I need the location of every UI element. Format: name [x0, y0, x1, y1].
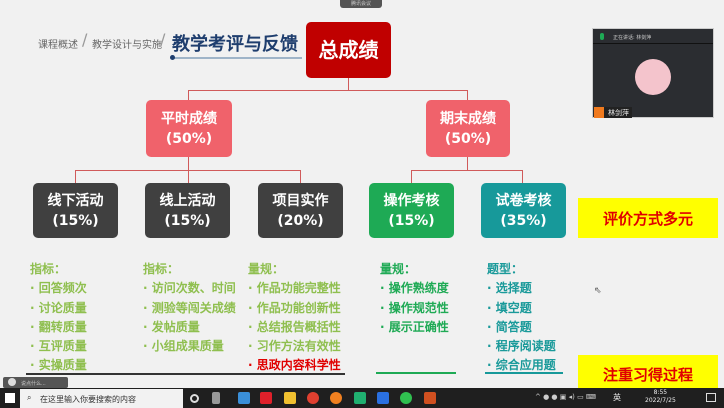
- clock-date: 2022/7/25: [645, 397, 676, 404]
- node-pct: (50%): [444, 130, 492, 147]
- user-name-tag: 林剑萍: [594, 107, 632, 118]
- divider: [376, 372, 456, 374]
- node-label: 项目实作: [272, 192, 329, 209]
- list-item: · 作品功能完整性: [248, 281, 341, 296]
- cursor-icon: ⇖: [594, 286, 602, 296]
- node-label: 操作考核: [383, 192, 440, 209]
- list-item: · 程序阅读题: [487, 339, 556, 354]
- node-label: 线下活动: [47, 192, 104, 209]
- node-label: 试卷考核: [495, 192, 552, 209]
- cortana-icon[interactable]: [190, 394, 199, 403]
- divider: [26, 373, 345, 375]
- mic-icon: [600, 33, 604, 40]
- breadcrumb-separator: /: [160, 30, 166, 49]
- callout-diverse-evaluation: 评价方式多元: [578, 198, 718, 238]
- host-icon: [594, 107, 604, 118]
- list-offline: 指标： · 回答频次 · 讨论质量 · 翻转质量 · 互评质量 · 实操质量: [30, 260, 87, 376]
- notification-icon[interactable]: [706, 393, 716, 402]
- meeting-badge[interactable]: 腾讯会议: [340, 0, 382, 8]
- list-item: · 填空题: [487, 300, 532, 315]
- node-regular-score: 平时成绩 (50%): [146, 100, 232, 157]
- list-heading: 指标：: [143, 262, 180, 276]
- list-written: 题型： · 选择题 · 填空题 · 简答题 · 程序阅读题 · 综合应用题: [487, 260, 556, 376]
- wechat-icon[interactable]: [400, 392, 412, 404]
- ime-indicator[interactable]: 英: [613, 393, 621, 402]
- list-item: · 实操质量: [30, 358, 87, 373]
- node-final-score: 期末成绩 (50%): [426, 100, 510, 157]
- video-panel[interactable]: 正在讲话: 林剑萍 林剑萍: [592, 28, 714, 118]
- list-item: · 简答题: [487, 319, 532, 334]
- tray-icons[interactable]: ^ ● ● ▣ ◂) ▭ ⌨: [535, 393, 597, 401]
- list-item: · 选择题: [487, 281, 532, 296]
- list-heading: 指标：: [30, 262, 67, 276]
- callout-process-focus: 注重习得过程: [578, 355, 718, 393]
- node-label: 平时成绩: [161, 110, 217, 127]
- node-pct: (35%): [500, 212, 547, 229]
- node-pct: (50%): [165, 130, 213, 147]
- list-item: · 测验等闯关成绩: [143, 300, 236, 315]
- emoji-icon: [8, 378, 16, 386]
- list-item: · 操作熟练度: [380, 281, 449, 296]
- node-offline: 线下活动 (15%): [33, 183, 118, 238]
- search-app-icon[interactable]: [330, 392, 342, 404]
- chat-float-widget[interactable]: 说点什么...: [3, 377, 68, 388]
- breadcrumb-item[interactable]: 教学设计与实施: [92, 40, 162, 51]
- chrome-icon[interactable]: [307, 392, 319, 404]
- list-online: 指标： · 访问次数、时间 · 测验等闯关成绩 · 发帖质量 · 小组成果质量: [143, 260, 236, 356]
- list-item: · 展示正确性: [380, 319, 449, 334]
- node-pct: (15%): [52, 212, 99, 229]
- list-item: · 回答频次: [30, 281, 87, 296]
- list-item: · 小组成果质量: [143, 339, 224, 354]
- list-item: · 操作规范性: [380, 300, 449, 315]
- list-item: · 习作方法有效性: [248, 339, 341, 354]
- list-item: · 综合应用题: [487, 358, 556, 373]
- clock-time: 8:55: [653, 389, 668, 396]
- avatar: [635, 59, 671, 95]
- node-written-exam: 试卷考核 (35%): [481, 183, 566, 238]
- root-node-total: 总成绩: [306, 22, 391, 78]
- powerpoint-icon[interactable]: [424, 392, 436, 404]
- green-app-icon[interactable]: [354, 392, 366, 404]
- title-dot: [170, 55, 175, 60]
- breadcrumb-separator: /: [82, 30, 88, 49]
- node-label: 总成绩: [318, 38, 379, 62]
- divider: [485, 372, 563, 374]
- list-item: · 作品功能创新性: [248, 300, 341, 315]
- list-item: · 讨论质量: [30, 300, 87, 315]
- node-practical-exam: 操作考核 (15%): [369, 183, 454, 238]
- list-item: · 互评质量: [30, 339, 87, 354]
- list-heading: 题型：: [487, 262, 524, 276]
- node-label: 期末成绩: [440, 110, 496, 127]
- meeting-app-icon[interactable]: [377, 392, 389, 404]
- page-title: 教学考评与反馈: [172, 34, 298, 55]
- clock[interactable]: 8:55 2022/7/25: [645, 389, 676, 405]
- start-button[interactable]: [5, 393, 15, 403]
- list-practical: 量规： · 操作熟练度 · 操作规范性 · 展示正确性: [380, 260, 449, 337]
- search-icon: ⌕: [27, 393, 32, 402]
- list-item: · 访问次数、时间: [143, 281, 236, 296]
- wps-icon[interactable]: [260, 392, 272, 404]
- node-pct: (15%): [164, 212, 211, 229]
- list-item: · 翻转质量: [30, 319, 87, 334]
- file-explorer-icon[interactable]: [284, 392, 296, 404]
- taskbar-search-input[interactable]: 在这里输入你要搜索的内容: [20, 389, 183, 408]
- list-heading: 量规：: [380, 262, 417, 276]
- list-item: · 总结报告概括性: [248, 319, 341, 334]
- node-label: 线上活动: [159, 192, 216, 209]
- node-pct: (20%): [277, 212, 324, 229]
- task-view-icon[interactable]: [212, 392, 220, 404]
- node-project: 项目实作 (20%): [258, 183, 343, 238]
- list-item: · 发帖质量: [143, 319, 200, 334]
- list-item: · 思政内容科学性: [248, 358, 341, 373]
- breadcrumb-item[interactable]: 课程概述: [38, 40, 78, 51]
- speaking-indicator: 正在讲话: 林剑萍: [593, 29, 713, 44]
- list-heading: 量规：: [248, 262, 285, 276]
- title-underline: [172, 57, 302, 59]
- app-icon[interactable]: [238, 392, 250, 404]
- node-online: 线上活动 (15%): [145, 183, 230, 238]
- list-project: 量规： · 作品功能完整性 · 作品功能创新性 · 总结报告概括性 · 习作方法…: [248, 260, 341, 376]
- node-pct: (15%): [388, 212, 435, 229]
